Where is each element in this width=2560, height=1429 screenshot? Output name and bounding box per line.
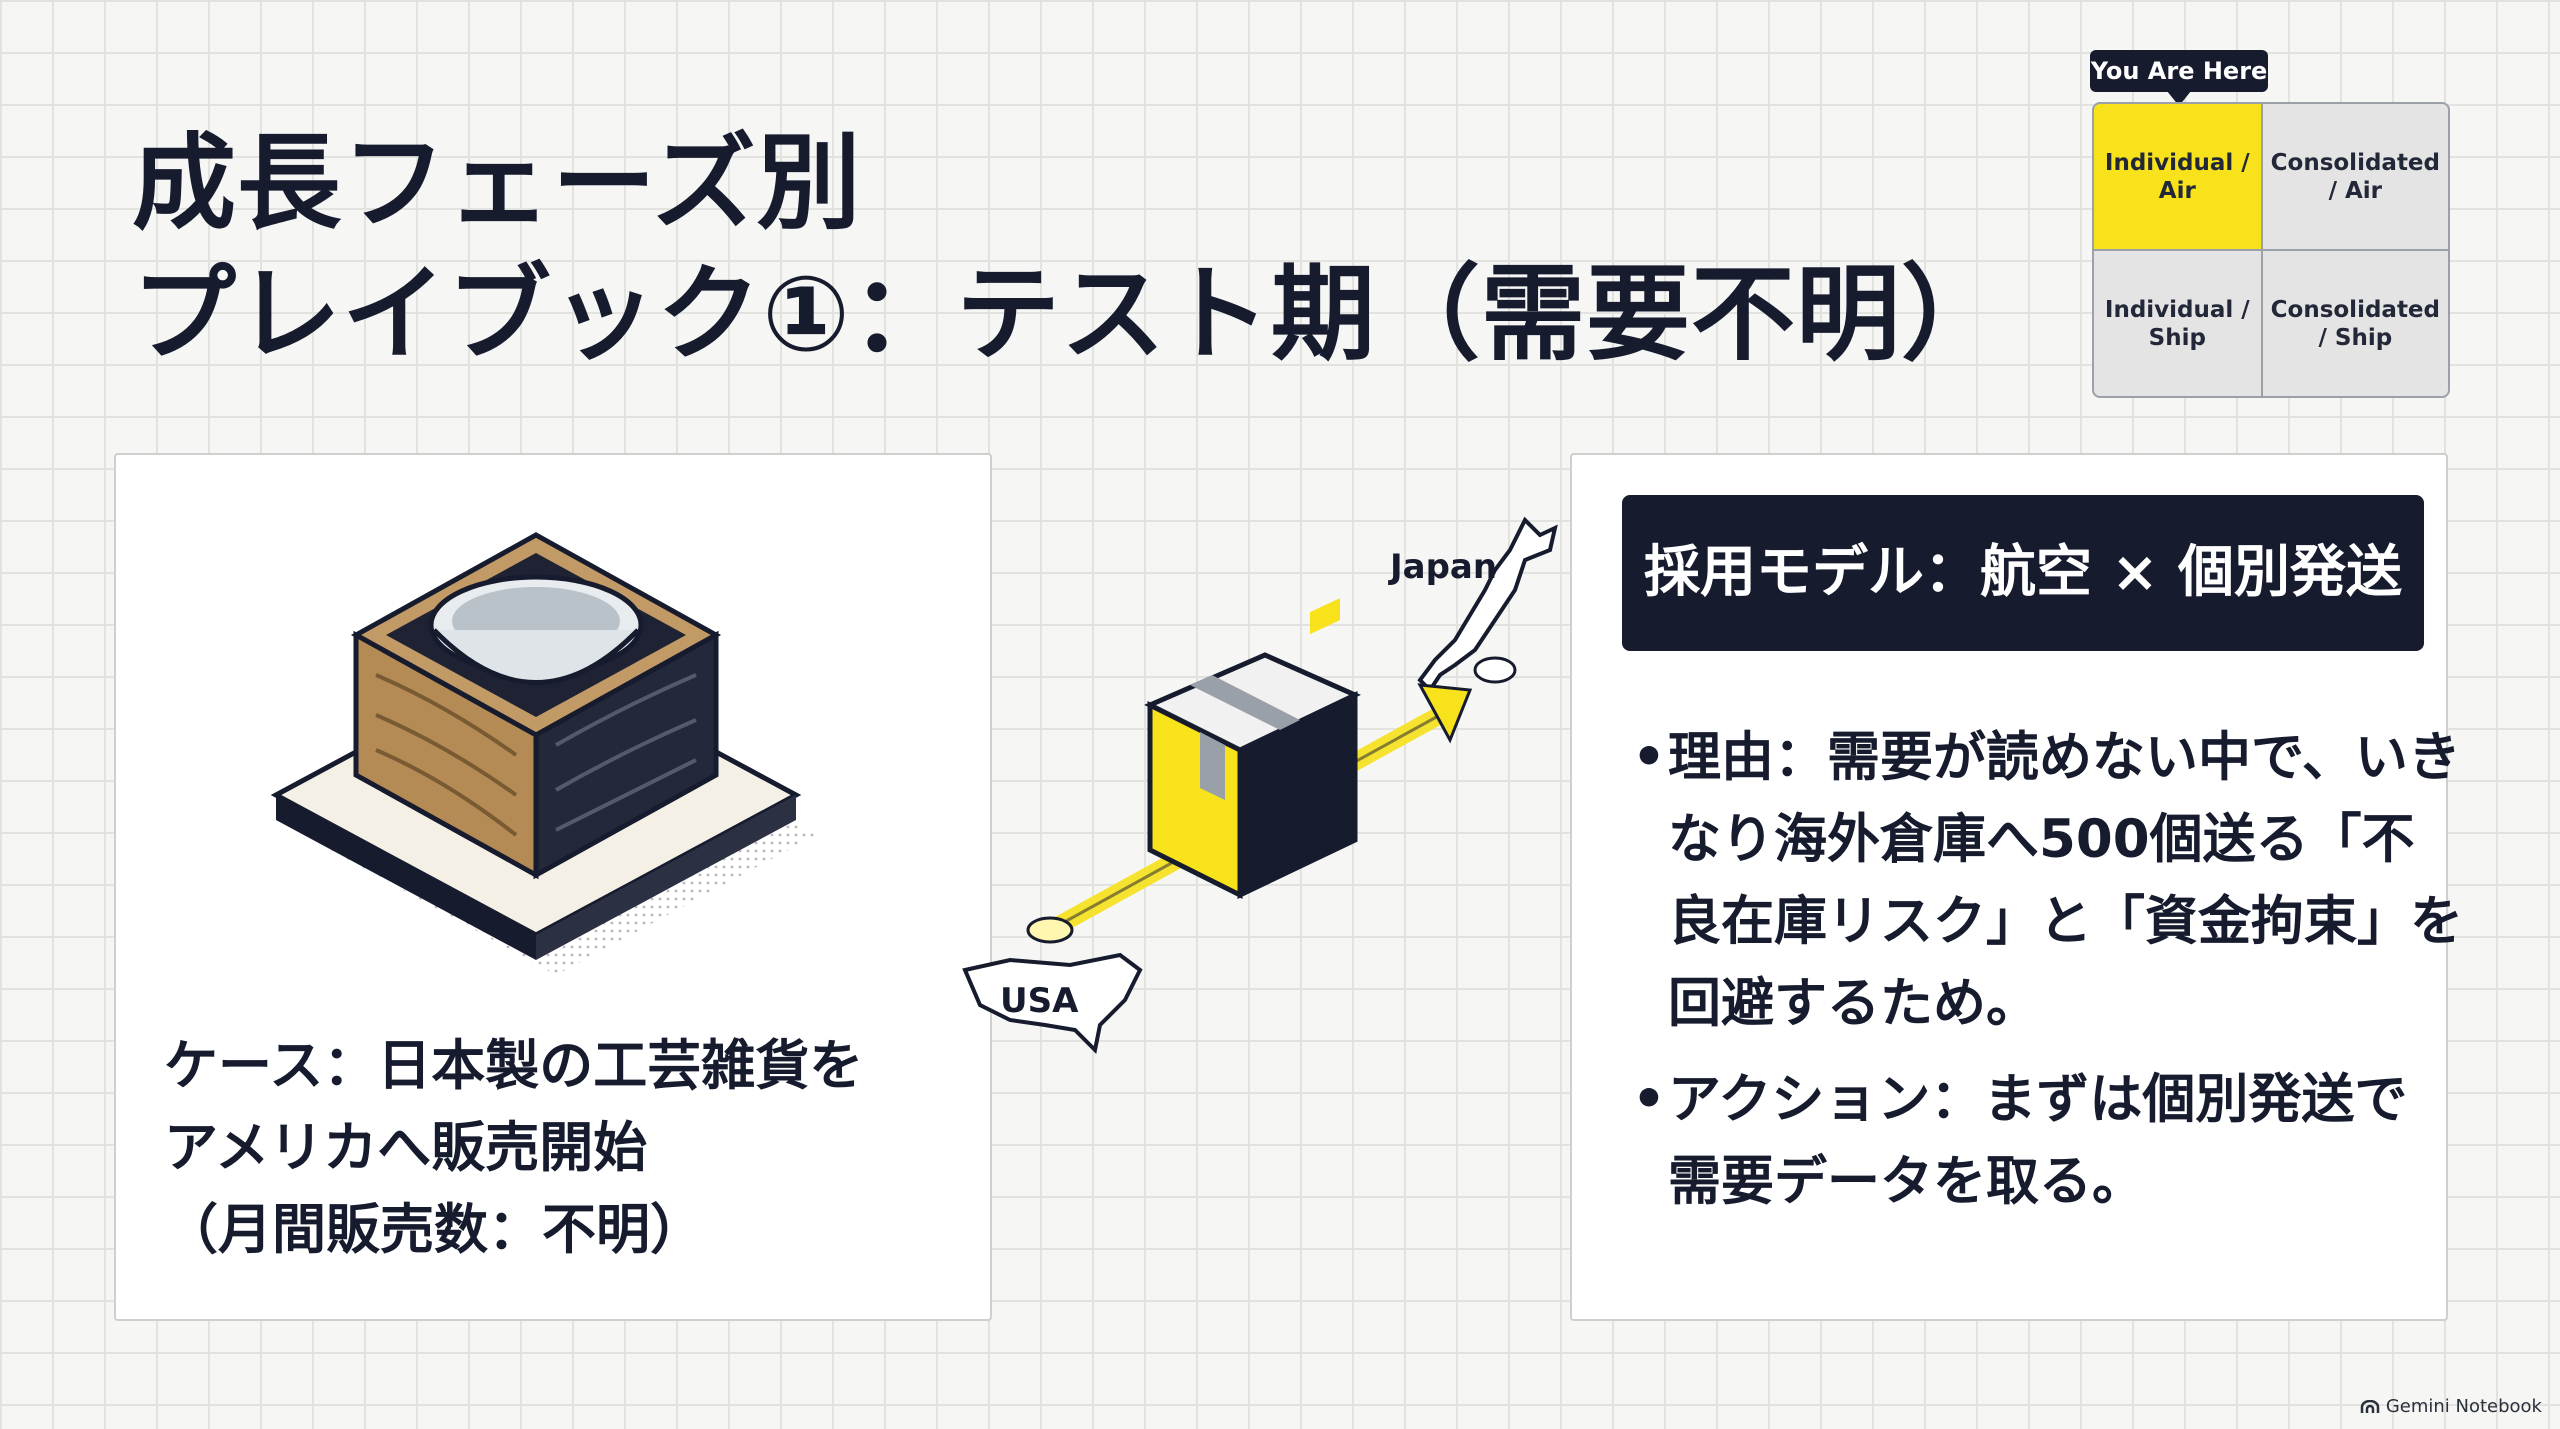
matrix-cell-individual-ship: Individual / Ship xyxy=(2094,251,2261,396)
brand-watermark: Gemini Notebook xyxy=(2360,1396,2542,1417)
matrix-cell-consolidated-ship: Consolidated / Ship xyxy=(2262,251,2448,396)
model-card: 採用モデル：航空 × 個別発送 理由：需要が読めない中で、いき なり海外倉庫へ5… xyxy=(1570,453,2463,1321)
reason-line-3: 良在庫リスク」と「資金拘束」を xyxy=(1668,891,2463,952)
air-shipping-route-illustration: Japan USA xyxy=(962,516,1558,1055)
parcel-box-icon xyxy=(1144,598,1361,900)
notebook-logo-icon xyxy=(2360,1399,2380,1413)
usa-map-icon xyxy=(962,952,1143,1055)
brand-label: Gemini Notebook xyxy=(2385,1396,2542,1417)
page-title: 成長フェーズ別 プレイブック①：テスト期（需要不明） xyxy=(132,118,2006,380)
japan-map-icon xyxy=(1417,516,1558,694)
japan-label: Japan xyxy=(1388,547,1497,587)
case-line-2: アメリカへ販売開始 xyxy=(164,1116,648,1179)
reason-line-4: 回避するため。 xyxy=(1668,973,2039,1034)
matrix-cell-consolidated-air: Consolidated / Air xyxy=(2262,104,2448,249)
reason-line-1: 理由：需要が読めない中で、いき xyxy=(1668,727,2461,788)
case-description: ケース：日本製の工芸雑貨を アメリカへ販売開始 （月間販売数：不明） xyxy=(164,1025,964,1271)
case-line-1: ケース：日本製の工芸雑貨を xyxy=(164,1034,864,1097)
bullet-reason: 理由：需要が読めない中で、いき なり海外倉庫へ500個送る「不 良在庫リスク」と… xyxy=(1632,717,2463,1045)
case-card: ケース：日本製の工芸雑貨を アメリカへ販売開始 （月間販売数：不明） xyxy=(114,453,992,1321)
bullet-action: アクション：まずは個別発送で 需要データを取る。 xyxy=(1632,1059,2432,1223)
title-line-2: プレイブック①：テスト期（需要不明） xyxy=(132,253,2007,375)
action-line-1: アクション：まずは個別発送で xyxy=(1668,1069,2408,1130)
matrix-cell-individual-air: Individual / Air xyxy=(2094,104,2261,249)
model-bullet-list: 理由：需要が読めない中で、いき なり海外倉庫へ500個送る「不 良在庫リスク」と… xyxy=(1632,717,2463,1223)
adopted-model-banner: 採用モデル：航空 × 個別発送 xyxy=(1622,495,2424,651)
you-are-here-marker: You Are Here xyxy=(2090,50,2268,106)
usa-label: USA xyxy=(1000,981,1079,1021)
reason-line-2: なり海外倉庫へ500個送る「不 xyxy=(1668,809,2415,870)
action-line-2: 需要データを取る。 xyxy=(1668,1151,2145,1212)
shipping-model-matrix: Individual / Air Consolidated / Air Indi… xyxy=(2092,102,2450,398)
case-line-3: （月間販売数：不明） xyxy=(164,1198,704,1261)
wooden-box-bowl-illustration xyxy=(270,532,816,975)
title-line-1: 成長フェーズ別 xyxy=(132,122,862,244)
